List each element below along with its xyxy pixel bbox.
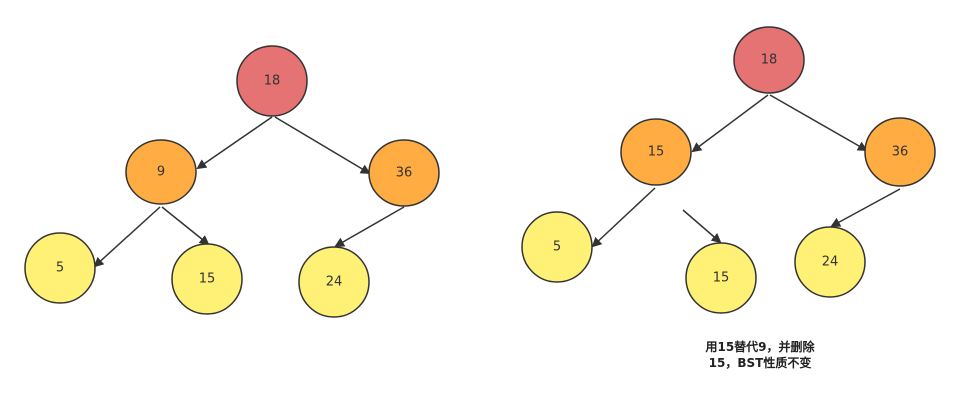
tree-node-r-15: 15 bbox=[620, 118, 692, 186]
tree-node-l-24: 24 bbox=[298, 246, 370, 318]
node-circle-r-15 bbox=[620, 118, 692, 186]
edge-r-18-15 bbox=[691, 94, 769, 153]
node-circle-r-15-removed bbox=[685, 242, 757, 314]
node-label-l-36: 36 bbox=[396, 166, 413, 181]
edge-r-36-24 bbox=[830, 188, 901, 227]
node-label-l-9: 9 bbox=[157, 165, 165, 180]
node-label-l-5: 5 bbox=[56, 261, 64, 276]
tree-node-l-5: 5 bbox=[24, 232, 96, 304]
caption-line-1: 用15替代9，并删除 bbox=[705, 340, 815, 354]
tree-node-l-36: 36 bbox=[368, 139, 440, 207]
node-label-r-5: 5 bbox=[553, 240, 561, 255]
node-circle-r-root bbox=[733, 26, 805, 94]
edge-l-9-15 bbox=[161, 206, 210, 246]
node-label-r-15-removed: 15 bbox=[713, 271, 730, 286]
tree-node-r-15-removed: 15 bbox=[685, 242, 757, 314]
edge-l-9-5 bbox=[93, 206, 161, 268]
caption-line-2: 15，BST性质不变 bbox=[708, 356, 812, 370]
edge-l-36-24 bbox=[334, 206, 405, 247]
node-label-r-root: 18 bbox=[761, 53, 778, 68]
node-label-r-36: 36 bbox=[892, 145, 909, 160]
edge-r-18-36 bbox=[769, 94, 868, 151]
node-label-l-15: 15 bbox=[199, 272, 216, 287]
caption: 用15替代9，并删除 15，BST性质不变 bbox=[660, 339, 860, 371]
node-label-r-15: 15 bbox=[648, 145, 665, 160]
node-circle-r-5 bbox=[521, 211, 593, 283]
tree-node-l-root: 18 bbox=[236, 45, 308, 117]
edge-r-15-5 bbox=[591, 187, 656, 248]
node-label-l-root: 18 bbox=[264, 74, 281, 89]
edge-l-18-36 bbox=[274, 116, 371, 175]
nodes: 18 9 36 5 15 24 18 15 36 5 15 24 bbox=[24, 26, 936, 318]
node-label-r-24: 24 bbox=[822, 255, 839, 270]
edge-r-detached bbox=[682, 209, 722, 244]
node-circle-l-5 bbox=[24, 232, 96, 304]
tree-node-l-9: 9 bbox=[125, 139, 197, 205]
node-circle-r-24 bbox=[794, 226, 866, 298]
tree-node-r-36: 36 bbox=[864, 117, 936, 187]
node-circle-l-15 bbox=[171, 243, 243, 315]
node-circle-l-36 bbox=[368, 139, 440, 207]
node-label-l-24: 24 bbox=[326, 275, 343, 290]
tree-node-r-24: 24 bbox=[794, 226, 866, 298]
tree-node-r-root: 18 bbox=[733, 26, 805, 94]
node-circle-l-9 bbox=[125, 139, 197, 205]
node-circle-l-24 bbox=[298, 246, 370, 318]
edges bbox=[93, 94, 901, 268]
edge-l-18-9 bbox=[196, 116, 273, 170]
tree-node-r-5: 5 bbox=[521, 211, 593, 283]
node-circle-l-root bbox=[236, 45, 308, 117]
tree-node-l-15: 15 bbox=[171, 243, 243, 315]
node-circle-r-36 bbox=[864, 117, 936, 187]
